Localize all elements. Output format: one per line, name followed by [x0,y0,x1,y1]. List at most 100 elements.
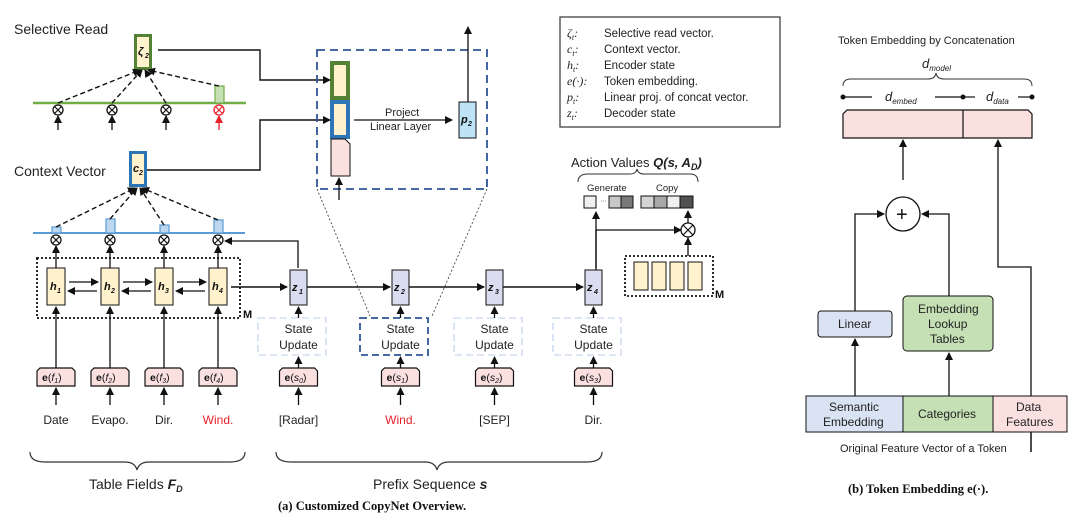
projection-output: p 2 [458,101,477,139]
lookup-to-sum-link [921,210,950,296]
selective-read-input-arrows [54,115,223,130]
table-field-token: Evapo. [91,413,128,427]
otimes-icon [160,104,172,116]
lookup-tables-line3: Tables [930,332,965,346]
lookup-tables-box [902,295,994,352]
state-update-line2: Update [279,338,318,352]
projection-label-line1: Project [385,107,419,119]
panel-b: Token Embedding by Concatenation dmodel … [805,35,1068,496]
linear-layer-label: Linear [838,317,871,331]
state-update-line1: State [386,322,414,336]
otimes-icon [104,234,116,246]
generate-cell [620,195,634,209]
context-dashed-links [55,187,219,228]
projection-label-line2: Linear Layer [370,121,431,133]
decoder-state-label: z [291,282,298,294]
prefix-token: [SEP] [479,413,510,427]
encoder-state-label: h [212,281,219,293]
legend-description: Context vector. [604,44,681,56]
decoder-state-sub: 4 [593,289,598,296]
copy-cell [666,195,681,209]
projection-output-sub: 2 [467,121,472,128]
selective-read-title: Selective Read [14,21,108,37]
panel-a: Selective Read ζ 2 [14,16,781,513]
field-embedding-label: e(f4) [204,372,224,385]
legend-symbol: ht: [567,58,579,74]
semantic-embedding-line2: Embedding [823,415,884,429]
legend-symbol: ct: [567,42,579,58]
categories-label: Categories [918,407,976,421]
dimension-arrows [840,94,1035,100]
decoder-to-attention-link [224,237,299,268]
prefix-embedding: e(s1)Wind. [380,356,421,427]
decoder-state-label: z [393,282,400,294]
decoder-state-sub: 2 [400,289,405,296]
legend-description: Linear proj. of concat vector. [604,92,748,104]
legend-symbol: pt: [566,90,579,106]
generate-cell [608,195,622,209]
selective-read-weight-bar [214,85,225,104]
table-field-token: Wind. [203,413,234,427]
panel-b-title: Token Embedding by Concatenation [838,35,1015,47]
context-vector-sub: 2 [138,170,143,177]
field-embedding: e(f3) Dir. [144,306,184,427]
context-vector-to-concat-link [147,116,331,171]
lookup-tables-line2: Lookup [928,317,968,331]
data-features-line2: Features [1006,415,1053,429]
feature-segment-categories [902,395,994,433]
data-features-to-embedding-link [994,139,1032,452]
sum-node: + [885,196,921,232]
state-update-box [453,317,523,356]
encoder-state-label: h [50,281,57,293]
linear-to-sum-link [854,210,885,311]
generate-value-cells [583,195,634,209]
field-embedding-label: e(f1) [42,372,62,385]
table-field-token: Dir. [155,413,173,427]
prefix-embedding-label: e(s0) [285,372,307,385]
prefix-token: Wind. [385,413,416,427]
copy-memory-slots [633,261,703,291]
feature-segment-data [992,395,1068,433]
action-values-label: Action Values Q(s, AD) [571,155,702,172]
legend-row: pt: Linear proj. of concat vector. [566,90,748,106]
state-update-box [257,317,327,356]
field-embedding-label: e(f3) [150,372,170,385]
legend-description: Encoder state [604,60,675,72]
field-embedding: e(f2)Evapo. [90,306,130,427]
state-update-line1: State [579,322,607,336]
legend-description: Token embedding. [604,76,698,88]
encoder-state-sub: 3 [165,288,169,295]
state-update-line2: Update [574,338,613,352]
concat-projection-zoom-box [316,49,488,190]
plus-icon: + [896,204,908,226]
d-data-label: ddata [986,89,1009,106]
selective-read-vector: ζ 2 [134,34,152,70]
notation-legend [559,16,781,128]
feature-vector-caption: Original Feature Vector of a Token [840,443,1007,455]
legend-row: e(·): Token embedding. [567,74,698,88]
panel-a-caption: (a) Customized CopyNet Overview. [278,499,466,513]
prefix-sequence-row: e(s0)[Radar]e(s1)Wind.e(s2)[SEP]e(s3)Dir… [279,356,614,427]
otimes-icon [158,234,170,246]
legend-description: Selective read vector. [604,28,714,40]
state-update-line2: Update [475,338,514,352]
copy-memory-box [624,255,714,297]
otimes-icon [212,234,224,246]
legend-symbol: ζt: [567,26,578,42]
encoder-state-sub: 4 [218,288,223,295]
selective-read-dashed-links [57,67,220,104]
otimes-icon [50,234,62,246]
d-model-label: dmodel [922,56,951,73]
selective-read-multipliers [52,104,225,116]
context-multipliers [50,234,224,246]
decoder-state-sub: 3 [495,289,499,296]
legend-symbol: e(·): [567,74,587,88]
prefix-embedding: e(s3)Dir. [573,356,614,427]
